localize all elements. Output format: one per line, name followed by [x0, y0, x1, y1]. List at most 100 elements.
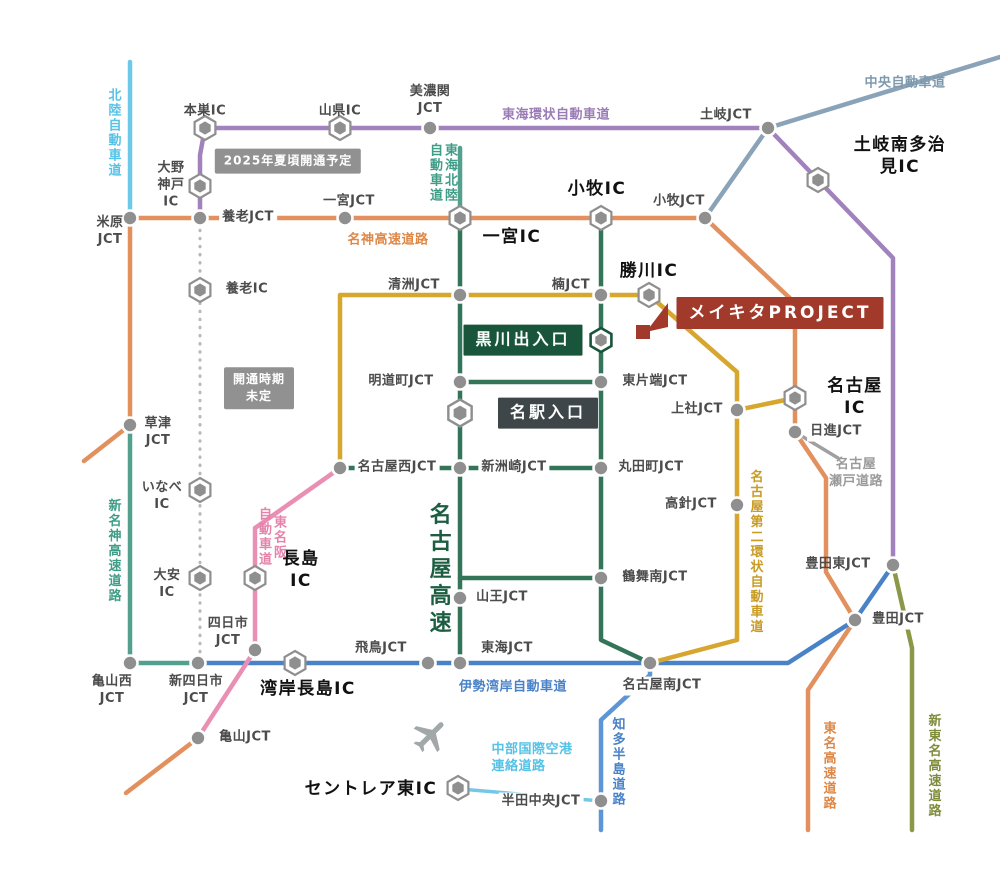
- road-nagoya-kosoku-east-line: [598, 292, 653, 666]
- label-jct-kusunoki: 楠JCT: [551, 277, 591, 293]
- node-ic-komaki: [589, 204, 613, 232]
- node-jct-tsurumai-minami: [592, 569, 610, 587]
- node-jct-shin-suzaki: [451, 459, 469, 477]
- node-ic-centrair-higashi: [446, 774, 470, 802]
- label-jct-toyota: 豊田JCT: [869, 610, 927, 630]
- label-road-tomei: 東名高速道路: [820, 721, 836, 811]
- node-jct-ichinomiya: [336, 209, 354, 227]
- label-ic-motosu: 本巣IC: [183, 103, 227, 119]
- callout-meieki-entry: 名駅入口: [497, 397, 599, 429]
- label-road-nagoya-kosoku: 名古屋高速: [425, 502, 451, 638]
- node-ic-nagoya: [783, 384, 807, 412]
- node-ic-yoro: [188, 276, 212, 304]
- label-jct-takabari: 高針JCT: [665, 496, 717, 512]
- node-jct-nisshin: [786, 423, 804, 441]
- label-road-nagoya-seto: 名古屋 瀬戸道路: [828, 457, 884, 489]
- label-jct-maibara: 米原 JCT: [96, 215, 124, 247]
- node-jct-marutacho: [592, 459, 610, 477]
- label-ic-ichinomiya: 一宮IC: [482, 226, 542, 247]
- label-road-centrair: 中部国際空港 連絡道路: [491, 742, 573, 774]
- node-jct-kameyama: [189, 729, 207, 747]
- label-ic-kachigawa: 勝川IC: [619, 260, 679, 281]
- label-road-chuo: 中央自動車道: [864, 75, 946, 91]
- node-ic-toki-minami-tajimi: [806, 166, 830, 194]
- meikita-marker-group: [636, 303, 668, 339]
- node-ic-wangan-nagashima: [283, 649, 307, 677]
- label-jct-kameyama-nishi: 亀山西 JCT: [91, 674, 133, 706]
- label-jct-marutacho: 丸田町JCT: [618, 459, 684, 475]
- road-tokai-kanjo-west-line: [197, 125, 208, 221]
- label-jct-meidocho: 明道町JCT: [368, 373, 434, 389]
- node-jct-handa-chuo: [592, 792, 610, 810]
- node-jct-takabari: [728, 496, 746, 514]
- road-meihan-stub-line: [123, 735, 201, 796]
- label-road-tokai-kanjo: 東海環状自動車道: [501, 107, 611, 123]
- road-mei-nikan-line: [337, 292, 740, 666]
- label-ic-nagoya: 名古屋 IC: [827, 375, 883, 418]
- label-jct-nagoya-minami: 名古屋南JCT: [619, 676, 705, 696]
- node-jct-kamiyashiro: [728, 401, 746, 419]
- label-ic-daian: 大安 IC: [153, 568, 181, 600]
- node-jct-shin-yokkaichi: [189, 654, 207, 672]
- node-jct-nagoya-minami: [641, 654, 659, 672]
- label-road-mei-nikan: 名古屋第二環状自動車道: [747, 469, 763, 635]
- node-exit-kurokawa: [589, 326, 613, 354]
- road-shin-meishin-line: [127, 422, 201, 666]
- label-jct-minoseki: 美濃関 JCT: [409, 84, 451, 116]
- road-isewangan-line: [195, 562, 896, 666]
- label-road-shin-tomei: 新東名高速道路: [925, 713, 941, 819]
- label-jct-higashikatahashi: 東片端JCT: [622, 373, 688, 389]
- airplane-icon: [413, 722, 444, 753]
- node-ic-oono-godo: [188, 172, 212, 200]
- node-jct-minoseki: [421, 119, 439, 137]
- badge-opening-tbd: 開通時期 未定: [223, 367, 295, 409]
- node-ic-nagashima: [243, 564, 267, 592]
- label-ic-inabe: いなべ IC: [141, 480, 183, 512]
- label-jct-kiyosu: 清洲JCT: [388, 277, 440, 293]
- label-jct-handa-chuo: 半田中央JCT: [498, 792, 584, 812]
- node-jct-komaki: [696, 209, 714, 227]
- node-ic-daian: [188, 564, 212, 592]
- node-jct-higashikatahashi: [592, 373, 610, 391]
- node-jct-kiyosu: [451, 286, 469, 304]
- node-jct-meidocho: [451, 373, 469, 391]
- label-jct-komaki: 小牧JCT: [653, 193, 705, 209]
- label-road-chita: 知多半島道路: [609, 717, 625, 807]
- label-ic-toki-minami-tajimi: 土岐南多治見IC: [853, 134, 947, 177]
- node-jct-toyota-higashi: [884, 556, 902, 574]
- label-ic-oono-godo: 大野 神戸 IC: [157, 160, 185, 210]
- badge-opening-2025: 2025年夏頃開通予定: [214, 148, 362, 174]
- node-ic-ichinomiya: [448, 204, 472, 232]
- node-jct-nagoya-nishi: [331, 459, 349, 477]
- label-road-tokai-hokuriku: 東海北陸 自動車道: [427, 143, 457, 203]
- node-jct-asuka: [419, 654, 437, 672]
- node-jct-toki: [759, 119, 777, 137]
- node-jct-yoro: [191, 209, 209, 227]
- node-ic-inabe: [188, 476, 212, 504]
- label-jct-sanno: 山王JCT: [476, 589, 528, 605]
- node-jct-sanno: [451, 589, 469, 607]
- label-jct-yokkaichi: 四日市 JCT: [207, 616, 249, 648]
- label-road-shin-meishin: 新名神高速道路: [105, 498, 121, 604]
- label-jct-tsurumai-minami: 鶴舞南JCT: [622, 569, 688, 585]
- node-jct-kameyama-nishi: [121, 654, 139, 672]
- label-jct-toyota-higashi: 豊田東JCT: [805, 556, 871, 572]
- label-jct-shin-yokkaichi: 新四日市 JCT: [168, 674, 224, 706]
- label-ic-centrair-higashi: セントレア東IC: [304, 778, 438, 799]
- node-ic-kachigawa: [637, 281, 661, 309]
- label-jct-tokai: 東海JCT: [481, 640, 533, 656]
- label-jct-nisshin: 日進JCT: [807, 422, 865, 442]
- label-jct-shin-suzaki: 新洲崎JCT: [478, 458, 550, 478]
- road-shin-tomei-line: [890, 562, 915, 833]
- label-road-higashi-meihan: 東名阪 自動車道: [256, 507, 286, 567]
- meikita-marker: [636, 325, 650, 339]
- node-jct-kusatsu: [121, 416, 139, 434]
- label-jct-toki: 土岐JCT: [700, 107, 752, 123]
- node-entry-meieki: [447, 398, 473, 428]
- label-jct-yoro: 養老JCT: [219, 208, 277, 228]
- label-road-isewangan: 伊勢湾岸自動車道: [458, 679, 568, 695]
- label-jct-nagoya-nishi: 名古屋西JCT: [354, 458, 440, 478]
- node-jct-kusunoki: [592, 286, 610, 304]
- road-meishin-line: [81, 215, 708, 464]
